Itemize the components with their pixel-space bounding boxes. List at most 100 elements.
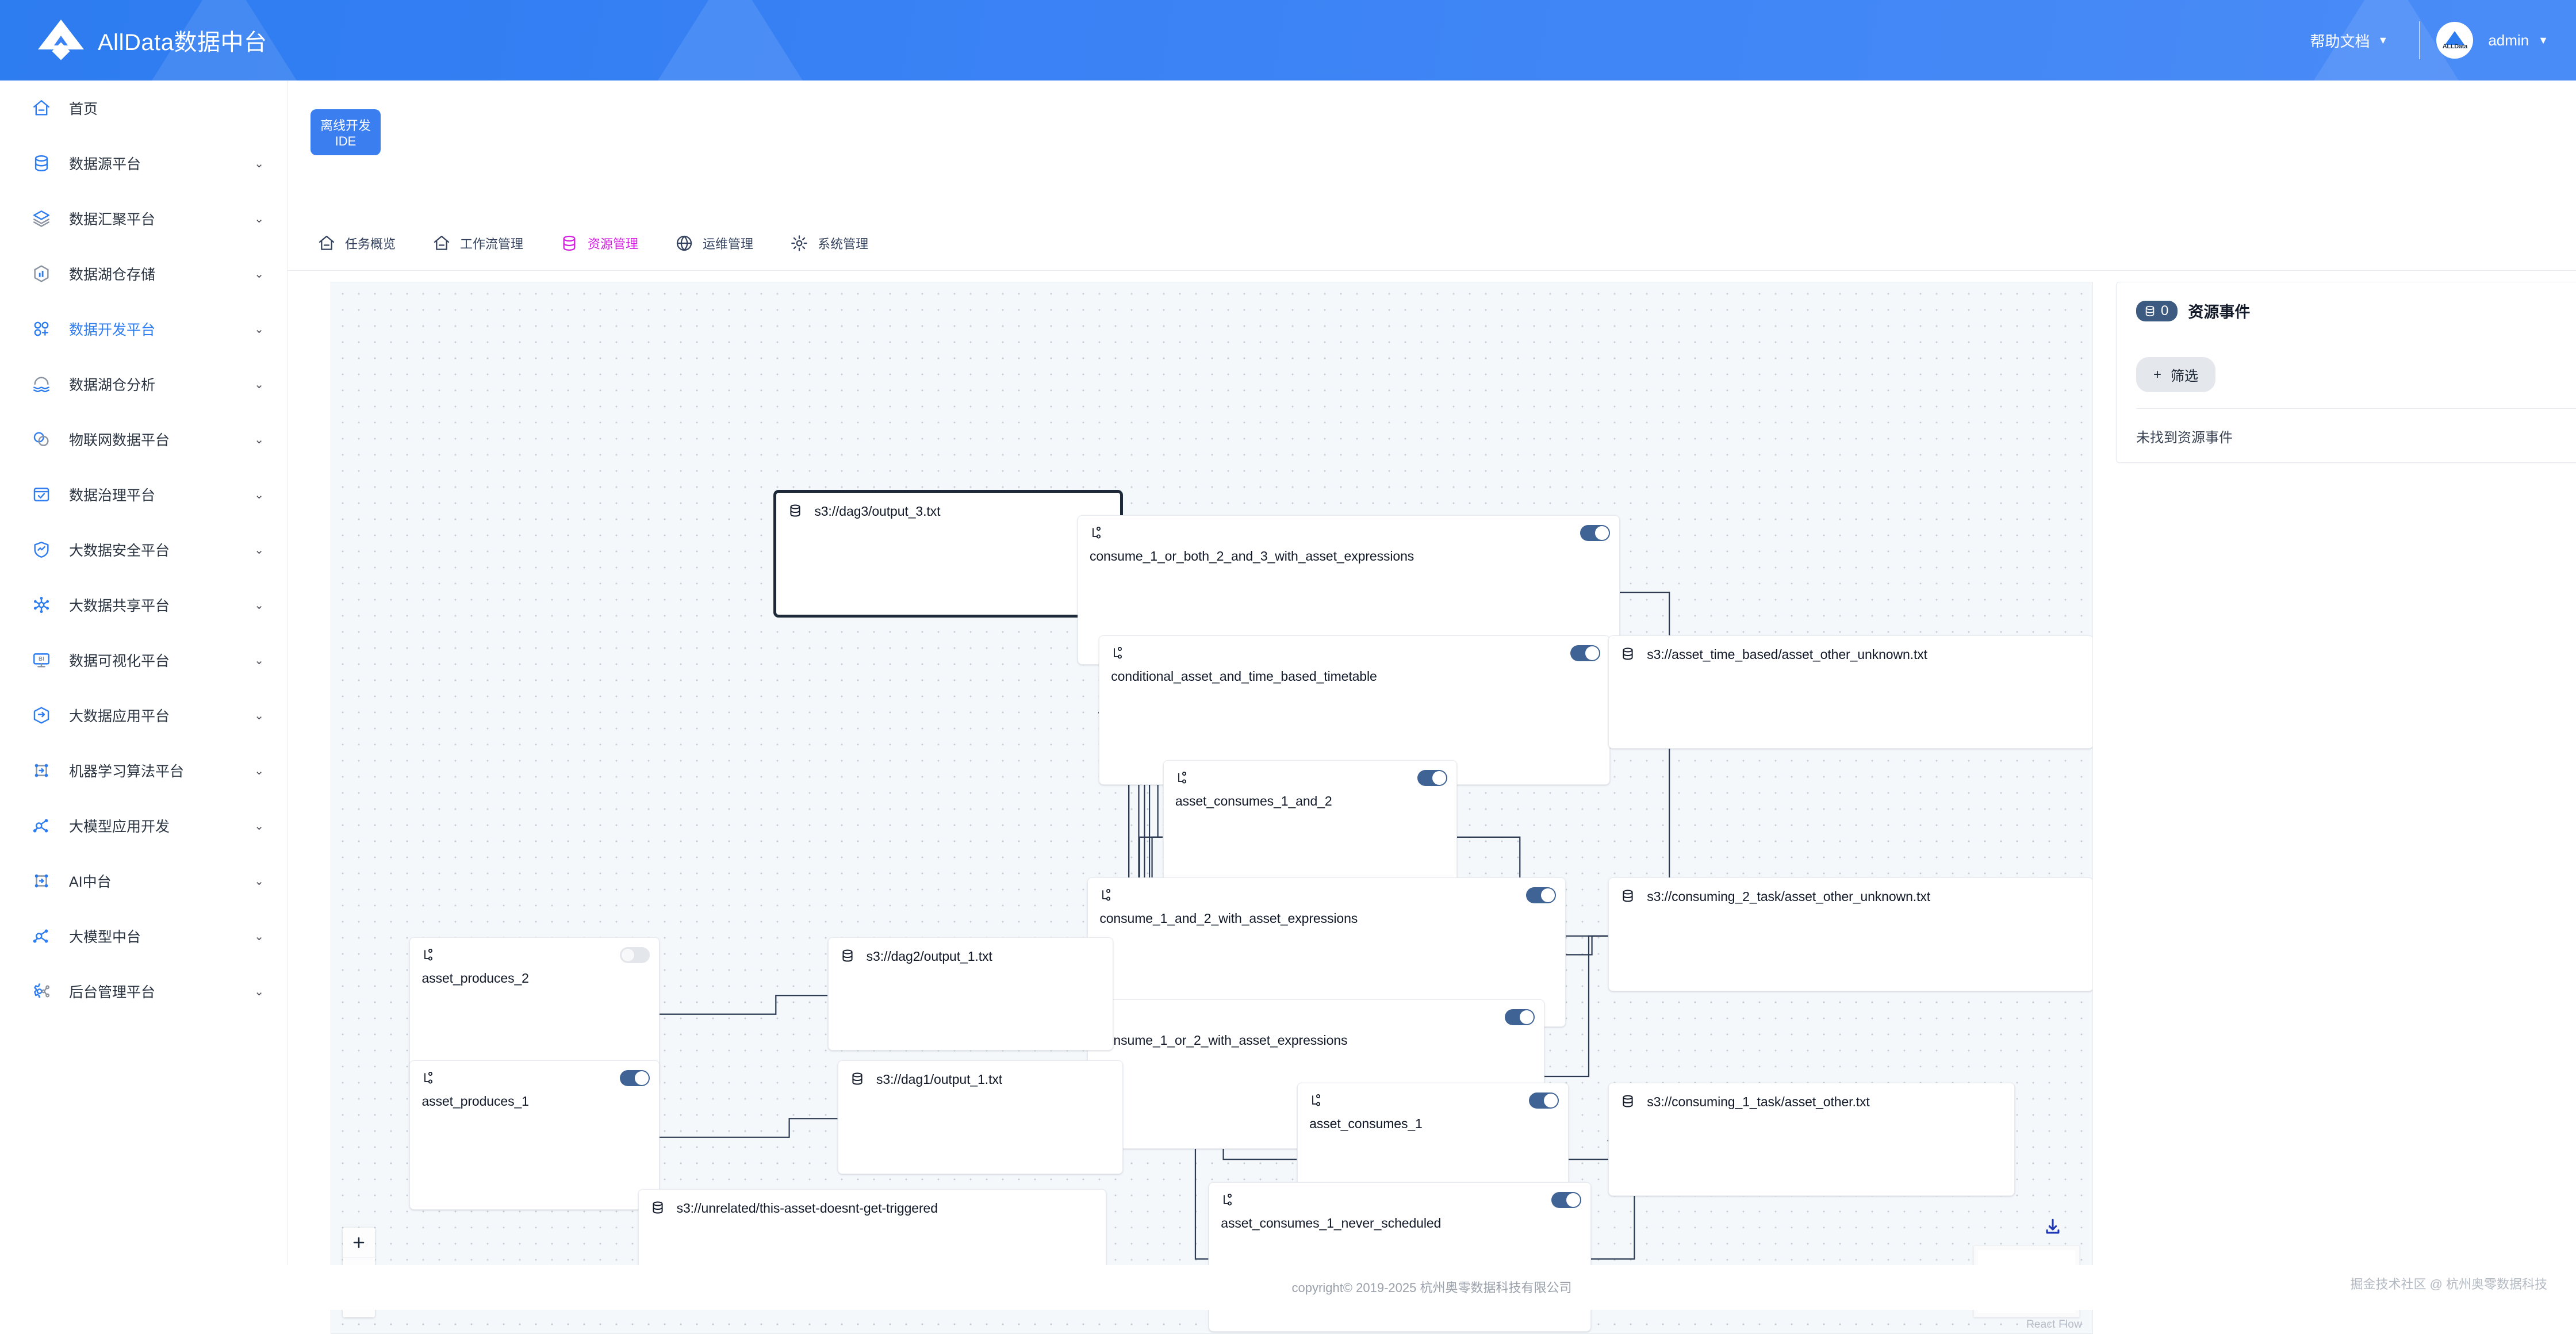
- task-node-icon: [421, 948, 441, 965]
- sidebar-item-label: 大模型中台: [69, 929, 141, 945]
- help-docs-menu[interactable]: 帮助文档 ▼: [2295, 30, 2404, 51]
- user-menu[interactable]: admin ▼: [2473, 32, 2548, 49]
- asset-node[interactable]: s3://consuming_2_task/asset_other_unknow…: [1608, 877, 2092, 991]
- task-node-icon: [421, 1071, 441, 1088]
- node-pause-toggle[interactable]: [1504, 1009, 1535, 1026]
- task-node-icon: [1111, 646, 1130, 663]
- zoom-in-button[interactable]: [343, 1228, 375, 1258]
- sidebar-item-label: 数据开发平台: [69, 322, 156, 338]
- avatar[interactable]: ALLData: [2436, 22, 2474, 59]
- header-brand[interactable]: AllData数据中台: [38, 0, 267, 80]
- chevron-down-icon: ▼: [2538, 34, 2548, 46]
- tab-3[interactable]: 运维管理: [662, 234, 777, 252]
- node-label: s3://consuming_2_task/asset_other_unknow…: [1647, 889, 1931, 904]
- sidebar-item-14[interactable]: AI中台⌄: [0, 853, 287, 908]
- tab-0[interactable]: 任务概览: [305, 234, 420, 252]
- chevron-down-icon: ⌄: [254, 543, 264, 557]
- task-node-icon: [1175, 771, 1195, 788]
- asset-node[interactable]: s3://dag1/output_1.txt: [838, 1060, 1124, 1174]
- node-pause-toggle[interactable]: [1580, 524, 1611, 541]
- sidebar-item-16[interactable]: 后台管理平台⌄: [0, 964, 287, 1019]
- asset-node[interactable]: s3://dag3/output_3.txt: [773, 490, 1124, 618]
- asset-db-icon: [1623, 1095, 1633, 1107]
- sidebar-item-1[interactable]: 数据源平台⌄: [0, 136, 287, 191]
- chevron-down-icon: ⌄: [254, 819, 264, 833]
- tab-label: 任务概览: [345, 236, 396, 251]
- task-node-icon: [1309, 1094, 1329, 1110]
- node-pause-toggle[interactable]: [1528, 1092, 1559, 1109]
- task-node[interactable]: asset_produces_1: [409, 1060, 660, 1210]
- sidebar-item-4[interactable]: 数据开发平台 ⌄: [0, 301, 287, 356]
- react-flow-attribution: React Flow: [2026, 1318, 2082, 1331]
- asset-db-icon: [653, 1201, 663, 1214]
- home-icon: [26, 98, 56, 118]
- resource-events-badge: 0: [2136, 300, 2178, 321]
- main-content: 离线开发IDE 任务概览 工作流管理 资源管理运维管理系统管理 s3://dag3/…: [288, 80, 2576, 1334]
- iot-icon: [33, 432, 49, 446]
- sidebar-item-7[interactable]: 数据治理平台 ⌄: [0, 467, 287, 522]
- sidebar-item-8[interactable]: 大数据安全平台⌄: [0, 522, 287, 577]
- sidebar-item-label: 数据湖仓存储: [69, 267, 156, 283]
- asset-db-icon: [1620, 1094, 1640, 1111]
- globe-icon: [675, 234, 693, 252]
- task-node-icon: [424, 1072, 433, 1084]
- chevron-down-icon: ⌄: [254, 488, 264, 501]
- asset-node[interactable]: s3://dag2/output_1.txt: [827, 937, 1113, 1051]
- node-label: asset_consumes_1: [1309, 1116, 1423, 1131]
- share-icon: [26, 595, 56, 615]
- tab-1[interactable]: 工作流管理: [420, 234, 547, 252]
- node-pause-toggle[interactable]: [619, 946, 650, 963]
- lake-analysis-icon: [33, 377, 49, 393]
- app-header: AllData数据中台 帮助文档 ▼ ALLData admin ▼: [0, 0, 2576, 80]
- chevron-down-icon: ⌄: [254, 267, 264, 281]
- task-node[interactable]: conditional_asset_and_time_based_timetab…: [1099, 635, 1610, 785]
- chevron-down-icon: ⌄: [254, 930, 264, 943]
- ml-graph-icon: [34, 764, 48, 777]
- tabs-divider: [288, 270, 2576, 271]
- sidebar-item-9[interactable]: 大数据共享平台⌄: [0, 577, 287, 632]
- sidebar-item-label: 数据治理平台: [69, 488, 156, 504]
- node-pause-toggle[interactable]: [1417, 769, 1448, 786]
- node-label: s3://dag2/output_1.txt: [866, 948, 992, 964]
- sidebar-item-3[interactable]: 数据湖仓存储 ⌄: [0, 246, 287, 301]
- node-pause-toggle[interactable]: [1570, 645, 1600, 661]
- offline-ide-button[interactable]: 离线开发IDE: [310, 109, 381, 155]
- sidebar-item-label: 数据可视化平台: [69, 653, 170, 669]
- sidebar-item-2[interactable]: 数据汇聚平台⌄: [0, 191, 287, 246]
- chevron-down-icon: ⌄: [254, 323, 264, 336]
- node-pause-toggle[interactable]: [1525, 887, 1556, 904]
- node-pause-toggle[interactable]: [619, 1070, 650, 1087]
- sidebar-item-11[interactable]: 大数据应用平台⌄: [0, 688, 287, 743]
- node-pause-toggle[interactable]: [1551, 1192, 1582, 1209]
- asset-db-icon: [852, 1072, 862, 1085]
- ai-graph-icon: [34, 874, 48, 888]
- asset-db-icon: [842, 949, 853, 962]
- tab-2[interactable]: 资源管理: [547, 234, 662, 252]
- sidebar-item-label: 物联网数据平台: [69, 432, 170, 448]
- gear-icon: [790, 234, 808, 252]
- task-node-icon: [1114, 647, 1122, 659]
- sidebar-item-5[interactable]: 数据湖仓分析⌄: [0, 356, 287, 412]
- tab-label: 工作流管理: [460, 236, 524, 251]
- task-node-icon: [1178, 771, 1186, 784]
- header-actions: 帮助文档 ▼ ALLData admin ▼: [2295, 0, 2548, 80]
- sidebar-item-6[interactable]: 物联网数据平台⌄: [0, 412, 287, 467]
- sidebar-item-12[interactable]: 机器学习算法平台⌄: [0, 743, 287, 798]
- tab-4[interactable]: 系统管理: [777, 234, 892, 252]
- sidebar-item-13[interactable]: 大模型应用开发⌄: [0, 798, 287, 853]
- header-watermark: [632, 0, 828, 80]
- download-icon[interactable]: [2043, 1217, 2063, 1237]
- node-label: s3://dag3/output_3.txt: [814, 504, 941, 519]
- home-icon: [434, 235, 450, 250]
- node-label: asset_consumes_1_never_scheduled: [1221, 1216, 1442, 1231]
- asset-node[interactable]: s3://asset_time_based/asset_other_unknow…: [1608, 635, 2092, 749]
- help-docs-label: 帮助文档: [2310, 32, 2370, 50]
- asset-node[interactable]: s3://consuming_1_task/asset_other.txt: [1608, 1082, 2015, 1197]
- sidebar-item-0[interactable]: 首页: [0, 80, 287, 136]
- node-label: conditional_asset_and_time_based_timetab…: [1111, 669, 1377, 684]
- add-filter-button[interactable]: + 筛选: [2136, 357, 2216, 392]
- chevron-down-icon: ▼: [2378, 34, 2389, 46]
- sidebar-item-15[interactable]: 大模型中台 ⌄: [0, 908, 287, 964]
